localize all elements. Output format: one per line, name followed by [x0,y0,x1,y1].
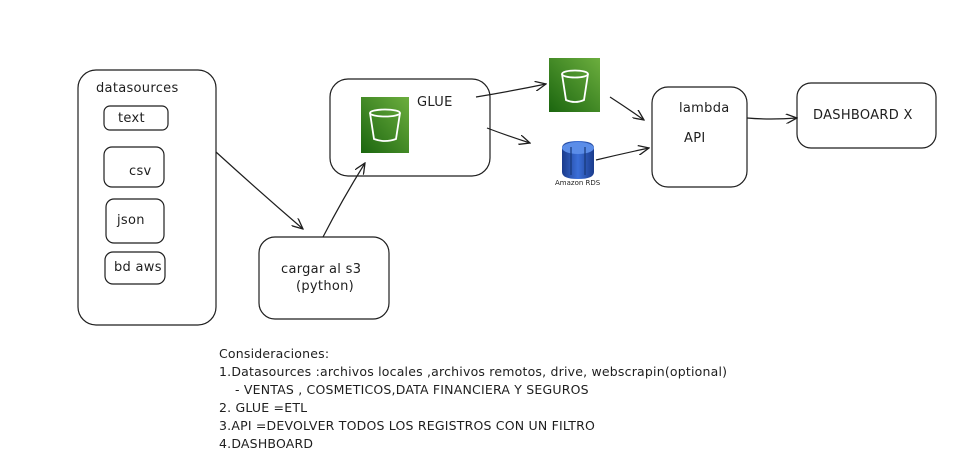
glue-box [329,78,491,177]
datasource-json-label: json [117,213,145,228]
notes-line-2: - VENTAS , COSMETICOS,DATA FINANCIERA Y … [235,382,589,397]
dashboard-label: DASHBOARD X [813,108,913,123]
s3-bucket-icon [361,97,409,153]
notes-line-1: 1.Datasources :archivos locales ,archivo… [219,364,728,379]
datasource-text-box [103,105,169,131]
arrow-glue-to-rds [486,127,530,143]
datasource-text-label: text [118,111,145,126]
considerations-notes: Consideraciones: 1.Datasources :archivos… [219,345,727,453]
datasources-title: datasources [96,81,179,96]
arrow-glue-to-s3 [475,84,546,98]
lambda-title: lambda [679,101,730,116]
datasource-bd-aws-label: bd aws [114,260,162,275]
cargar-s3-label: cargar al s3 [281,262,362,277]
lambda-box [651,86,748,188]
notes-line-3: 2. GLUE =ETL [219,400,308,415]
rds-label: Amazon RDS [555,179,601,187]
datasource-json-box [105,198,165,244]
arrow-cargar-to-glue [322,163,365,238]
notes-heading: Consideraciones: [219,346,330,361]
amazon-rds-icon [562,141,594,179]
notes-line-5: 4.DASHBOARD [219,436,314,451]
notes-line-4: 3.API =DEVOLVER TODOS LOS REGISTROS CON … [219,418,596,433]
glue-label: GLUE [417,95,453,110]
cargar-python-label: (python) [296,279,355,294]
cargar-s3-box [258,236,390,320]
arrow-datasources-to-cargar [215,151,303,229]
lambda-api-label: API [684,131,706,146]
arrow-s3-to-lambda [609,96,644,120]
datasource-csv-box [103,146,165,188]
arrow-lambda-to-dashboard [746,118,797,119]
datasource-csv-label: csv [129,164,152,179]
arrow-rds-to-lambda [595,148,649,161]
datasources-box [77,69,217,326]
s3-bucket-icon [549,58,600,112]
datasource-bd-aws-box [104,251,166,285]
